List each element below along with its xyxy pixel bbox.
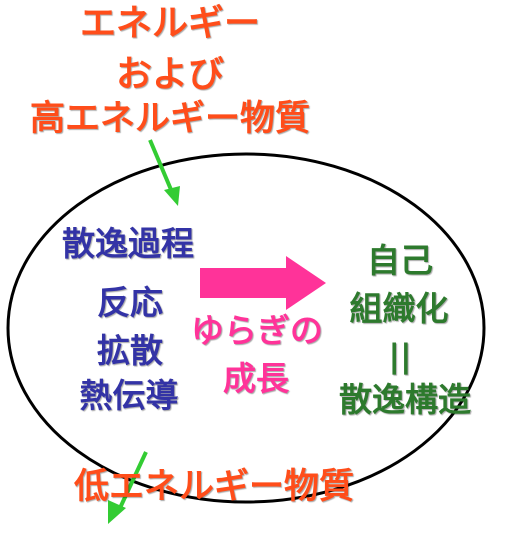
input-label-line2: および bbox=[115, 54, 224, 95]
system-boundary-ellipse bbox=[6, 152, 486, 504]
input-label-line3: 高エネルギー物質 bbox=[29, 99, 310, 139]
growth-label-line1: ゆらぎの bbox=[191, 311, 323, 350]
process-item-diffusion: 拡散 bbox=[97, 331, 163, 370]
result-line2: 組織化 bbox=[349, 289, 449, 328]
input-label-line1: エネルギー bbox=[79, 3, 260, 44]
output-arrow bbox=[108, 451, 148, 524]
growth-label-line2: 成長 bbox=[223, 359, 289, 398]
process-title: 散逸過程 bbox=[62, 224, 194, 263]
process-item-reaction: 反応 bbox=[97, 283, 163, 322]
growth-arrow bbox=[200, 256, 326, 310]
process-item-heat-conduction: 熱伝導 bbox=[79, 376, 179, 415]
result-line4: 散逸構造 bbox=[339, 380, 471, 419]
output-label: 低エネルギー物質 bbox=[73, 467, 354, 507]
input-arrow bbox=[148, 139, 180, 206]
result-equals: || bbox=[388, 337, 412, 375]
result-line1: 自己 bbox=[367, 241, 433, 280]
